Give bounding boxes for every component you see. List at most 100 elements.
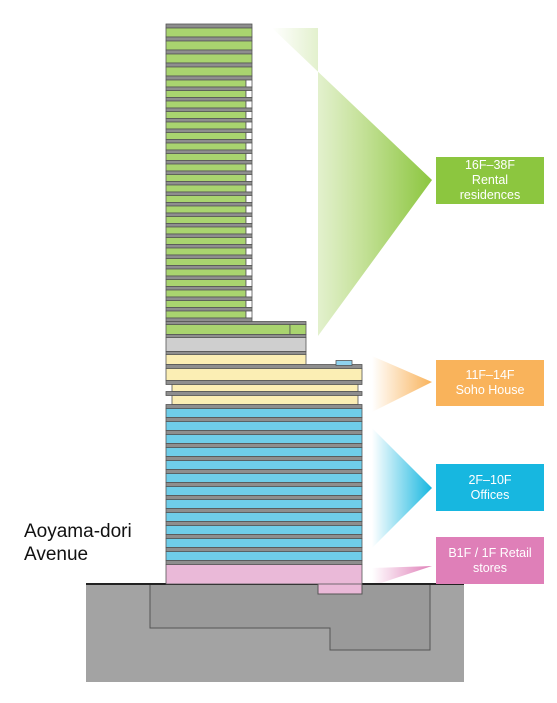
floor-slab	[165, 286, 253, 291]
office-floor	[165, 512, 363, 522]
floor-slab	[165, 380, 363, 385]
floor-slab	[165, 265, 253, 270]
floor-slab	[165, 223, 253, 228]
residence-floor	[165, 310, 247, 319]
office-floor	[165, 499, 363, 509]
floor-slab	[165, 317, 253, 322]
residence-floor	[165, 40, 253, 51]
floor-slab	[165, 75, 253, 81]
balcony-edge	[245, 237, 253, 245]
residence-floor	[165, 121, 247, 130]
residence-floor	[165, 205, 247, 214]
residence-floor	[289, 324, 307, 335]
residences-line3: residences	[459, 188, 521, 202]
floor-slab	[165, 321, 307, 325]
office-floor	[165, 434, 363, 444]
residence-floor	[165, 279, 247, 287]
floor-slab	[165, 170, 253, 175]
residence-floor	[165, 184, 247, 193]
residence-floor	[165, 66, 253, 77]
residences-label: 16F–38F Rental residences	[436, 157, 544, 204]
balcony-edge	[245, 100, 253, 109]
office-floor	[165, 421, 363, 431]
floor-slab	[165, 107, 253, 112]
floor-slab	[165, 212, 253, 217]
balcony-edge	[245, 205, 253, 214]
residence-floor	[165, 216, 247, 224]
residence-floor	[165, 237, 247, 245]
floor-slab	[165, 334, 307, 338]
residence-floor	[165, 79, 247, 88]
residences-pointer	[272, 28, 432, 336]
floor-slab	[165, 404, 363, 409]
floor-slab	[165, 128, 253, 133]
soho-label: 11F–14F Soho House	[436, 360, 544, 406]
offices-line2: Offices	[470, 487, 510, 502]
street-label-line1: Aoyama-dori	[24, 521, 132, 542]
balcony-edge	[245, 310, 253, 319]
balcony-edge	[245, 79, 253, 88]
residence-floor	[165, 226, 247, 235]
floor-slab	[165, 118, 253, 123]
balcony-edge	[245, 289, 253, 298]
balcony-edge	[245, 121, 253, 130]
residence-floor	[165, 258, 247, 266]
retail-floors: B1F / 1F Retail	[448, 545, 532, 560]
balcony-edge	[245, 163, 253, 172]
floor-slab	[165, 508, 363, 513]
residences-line2: Rental	[471, 173, 509, 187]
tower	[165, 23, 363, 585]
balcony-edge	[245, 279, 253, 287]
soho-line2: Soho House	[455, 383, 525, 397]
residence-floor	[165, 300, 247, 308]
floor-slab	[165, 97, 253, 102]
floor-slab	[165, 443, 363, 448]
floor-slab	[165, 86, 253, 91]
offices-floors: 2F–10F	[468, 472, 512, 487]
office-floor	[165, 486, 363, 496]
soho-floor	[165, 354, 307, 365]
floor-slab	[165, 233, 253, 238]
office-floor	[165, 473, 363, 483]
floor-slab	[165, 521, 363, 526]
balcony-edge	[245, 184, 253, 193]
residences-floors: 16F–38F	[464, 158, 516, 172]
floor-slab	[165, 430, 363, 435]
office-floor	[165, 447, 363, 457]
retail-line2: stores	[472, 560, 508, 575]
residence-floor	[165, 153, 247, 161]
floor-slab	[165, 469, 363, 474]
offices-label: 2F–10F Offices	[436, 464, 544, 511]
balcony-edge	[245, 195, 253, 203]
balcony-edge	[245, 111, 253, 119]
floor-slab	[165, 534, 363, 539]
floor-slab	[165, 547, 363, 552]
balcony-edge	[245, 90, 253, 98]
office-floor	[165, 460, 363, 470]
floor-slab	[165, 456, 363, 461]
ground-section	[86, 583, 464, 685]
floor-slab	[165, 417, 363, 422]
mechanical-floor	[165, 337, 307, 352]
office-floor	[165, 538, 363, 548]
soho-floors: 11F–14F	[465, 368, 515, 382]
residence-floor	[165, 289, 247, 298]
residence-floor	[165, 163, 247, 172]
soho-floor	[171, 384, 359, 392]
floor-slab	[165, 202, 253, 207]
residence-floor	[165, 90, 247, 98]
balcony-edge	[245, 174, 253, 182]
floor-slab	[165, 495, 363, 500]
balcony-edge	[245, 268, 253, 277]
floor-slab	[165, 482, 363, 487]
floor-slab	[165, 181, 253, 186]
floor-slab	[165, 149, 253, 154]
floor-slab	[165, 49, 253, 55]
floor-slab	[165, 139, 253, 144]
floor-slab	[165, 191, 253, 196]
balcony-edge	[245, 153, 253, 161]
floor-slab	[165, 160, 253, 165]
residence-floor	[165, 174, 247, 182]
soho-floor	[165, 368, 363, 381]
